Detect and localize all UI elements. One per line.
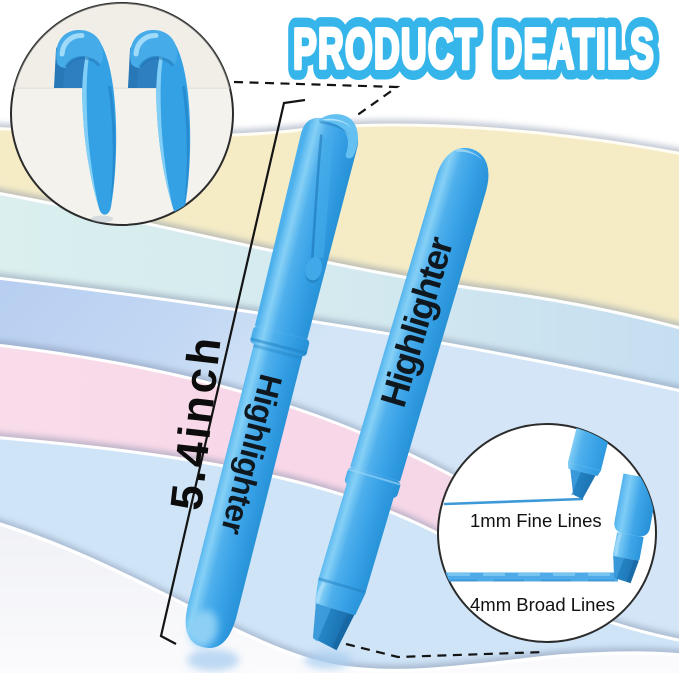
- svg-text:PRODUCT DEATILS: PRODUCT DEATILS: [293, 18, 655, 82]
- svg-text:4mm Broad Lines: 4mm Broad Lines: [470, 594, 615, 615]
- svg-text:1mm Fine Lines: 1mm Fine Lines: [470, 510, 602, 531]
- svg-text:PRODUCT DEATILS: PRODUCT DEATILS: [293, 18, 655, 82]
